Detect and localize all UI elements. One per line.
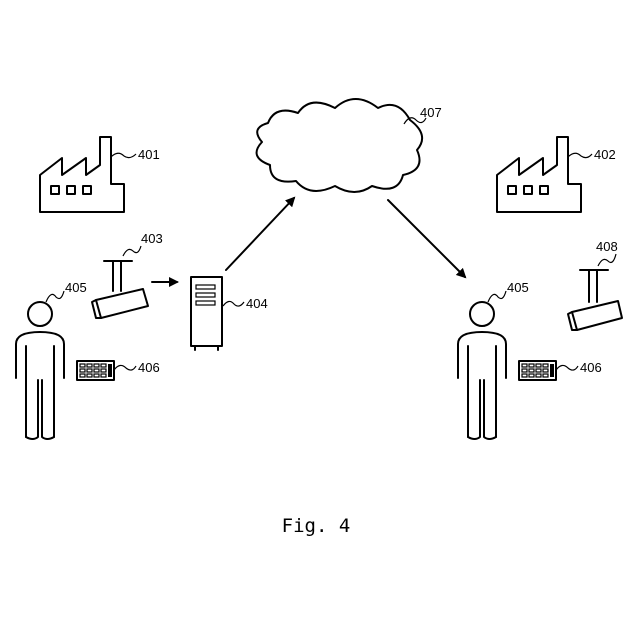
label-terminal-right: 406	[580, 360, 602, 375]
label-cloud: 407	[420, 105, 442, 120]
terminal-right-icon	[519, 361, 556, 380]
camera-left-icon	[92, 261, 148, 318]
terminal-left-icon	[77, 361, 114, 380]
label-person-left: 405	[65, 280, 87, 295]
camera-right-icon	[568, 270, 622, 330]
arrow-server-to-cloud	[226, 198, 294, 270]
label-factory-left: 401	[138, 147, 160, 162]
leader-server	[223, 301, 244, 306]
label-camera-left: 403	[141, 231, 163, 246]
leader-person-right	[488, 291, 506, 302]
figure-caption: Fig. 4	[282, 515, 351, 537]
factory-left-icon	[40, 137, 124, 212]
label-factory-right: 402	[594, 147, 616, 162]
factory-right-icon	[497, 137, 581, 212]
server-icon	[191, 277, 222, 350]
arrow-cloud-to-site	[388, 200, 465, 277]
person-right-icon	[458, 302, 506, 439]
leader-person-left	[46, 291, 64, 302]
leader-factory-left	[111, 153, 136, 157]
person-left-icon	[16, 302, 64, 439]
leader-camera-right	[598, 254, 616, 266]
leader-terminal-left	[114, 365, 136, 370]
leader-camera-left	[123, 246, 141, 256]
label-person-right: 405	[507, 280, 529, 295]
cloud-icon	[257, 99, 423, 192]
leader-factory-right	[568, 153, 592, 157]
label-camera-right: 408	[596, 239, 618, 254]
label-server: 404	[246, 296, 268, 311]
label-terminal-left: 406	[138, 360, 160, 375]
leader-terminal-right	[556, 365, 578, 370]
